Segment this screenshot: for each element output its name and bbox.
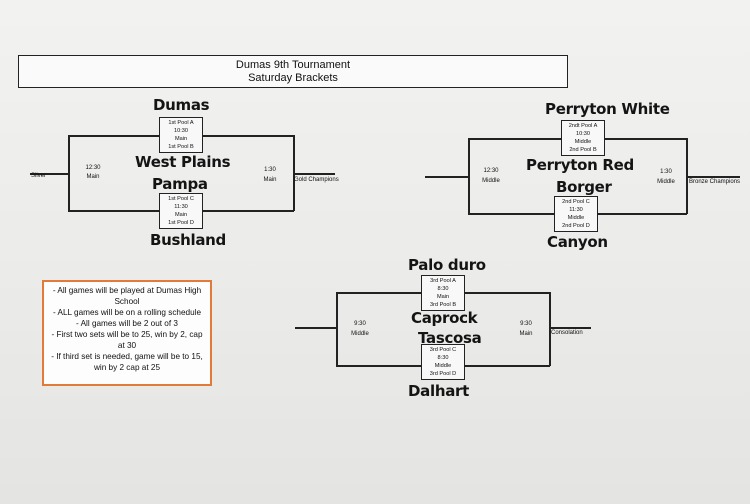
consolation-left-line [336, 292, 338, 366]
seed-label: 1st Pool C [168, 195, 194, 202]
match-time: 8:30 [437, 285, 449, 292]
bronze-left-court: Middle [482, 178, 500, 184]
team-tascosa: Tascosa [418, 329, 482, 347]
match-court: Middle [574, 138, 592, 145]
rule-item: - If third set is needed, game will be t… [51, 352, 203, 372]
consolation-left-time: 9:30 [354, 321, 366, 327]
match-court: Main [174, 211, 188, 218]
bronze-right-court: Middle [657, 179, 675, 185]
consolation-label: Consolation [551, 330, 583, 336]
rule-item: - ALL games will be on a rolling schedul… [52, 308, 202, 317]
rules-box: - All games will be played at Dumas High… [42, 280, 212, 386]
team-canyon: Canyon [547, 233, 608, 251]
bronze-bottom-match: 2nd Pool C 11:30 Middle 2nd Pool D [554, 196, 598, 232]
consolation-left-court: Middle [351, 331, 369, 337]
rule-item: - First two sets will be to 25, win by 2… [51, 330, 203, 350]
team-bushland: Bushland [150, 231, 226, 249]
gold-top-match: 1st Pool A 10:30 Main 1st Pool B [159, 117, 203, 153]
gold-left-stub [30, 173, 69, 175]
consolation-left-stub [295, 327, 337, 329]
match-time: 10:30 [174, 127, 188, 134]
seed-label: 3rd Pool C [429, 346, 457, 353]
team-palo-duro: Palo duro [408, 256, 486, 274]
gold-bottom-match: 1st Pool C 11:30 Main 1st Pool D [159, 193, 203, 229]
team-pampa: Pampa [152, 175, 208, 193]
match-time: 10:30 [576, 130, 590, 137]
team-dalhart: Dalhart [408, 382, 469, 400]
match-time: 11:30 [569, 206, 583, 213]
bronze-right-time: 1:30 [660, 169, 672, 175]
bronze-left-time: 12:30 [483, 168, 499, 174]
team-borger: Borger [556, 178, 612, 196]
match-court: Main [174, 135, 188, 142]
team-perryton-red: Perryton Red [526, 156, 634, 174]
seed-label: 2nd Pool C [562, 198, 590, 205]
seed-label: 2nd Pool B [569, 147, 597, 154]
gold-champions-label: Gold Champions [294, 177, 339, 183]
consolation-top-match: 3rd Pool A 8:30 Main 3rd Pool B [421, 275, 465, 311]
seed-label: 3rd Pool D [429, 371, 457, 378]
team-perryton-white: Perryton White [545, 100, 670, 118]
match-time: 8:30 [437, 354, 449, 361]
seed-label: 2ndt Pool A [568, 122, 598, 129]
consolation-right-line [549, 292, 551, 366]
seed-label: 1st Pool A [168, 119, 194, 126]
seed-label: 3rd Pool A [430, 277, 456, 284]
gold-right-court: Main [263, 177, 277, 183]
bronze-champions-label: Bronze Champions [689, 179, 741, 185]
consolation-right-time: 9:30 [520, 321, 532, 327]
consolation-right-court: Main [519, 331, 533, 337]
seed-label: 3rd Pool B [429, 302, 457, 309]
gold-left-time: 12:30 [85, 165, 101, 171]
rule-item: - All games will be played at Dumas High… [52, 286, 202, 306]
team-caprock: Caprock [411, 309, 478, 327]
title-line-2: Saturday Brackets [248, 72, 338, 84]
silver-label: Silver [31, 173, 47, 179]
rule-item: - All games will be 2 out of 3 [76, 319, 178, 328]
consolation-right-stub [549, 327, 591, 329]
gold-left-court: Main [86, 174, 100, 180]
gold-right-time: 1:30 [264, 167, 276, 173]
team-dumas: Dumas [153, 96, 210, 114]
seed-label: 2nd Pool D [562, 223, 590, 230]
title-line-1: Dumas 9th Tournament [235, 59, 351, 71]
bronze-left-stub [425, 176, 469, 178]
seed-label: 1st Pool D [168, 220, 194, 227]
match-court: Middle [567, 214, 585, 221]
match-court: Middle [434, 362, 452, 369]
match-court: Main [436, 293, 450, 300]
seed-label: 1st Pool B [168, 144, 194, 151]
tournament-title-box: Dumas 9th Tournament Saturday Brackets [18, 55, 568, 88]
bronze-top-match: 2ndt Pool A 10:30 Middle 2nd Pool B [561, 120, 605, 156]
consolation-bottom-match: 3rd Pool C 8:30 Middle 3rd Pool D [421, 344, 465, 380]
bronze-right-stub [686, 176, 740, 178]
match-time: 11:30 [174, 203, 188, 210]
team-west-plains: West Plains [135, 153, 231, 171]
gold-right-stub [293, 173, 335, 175]
